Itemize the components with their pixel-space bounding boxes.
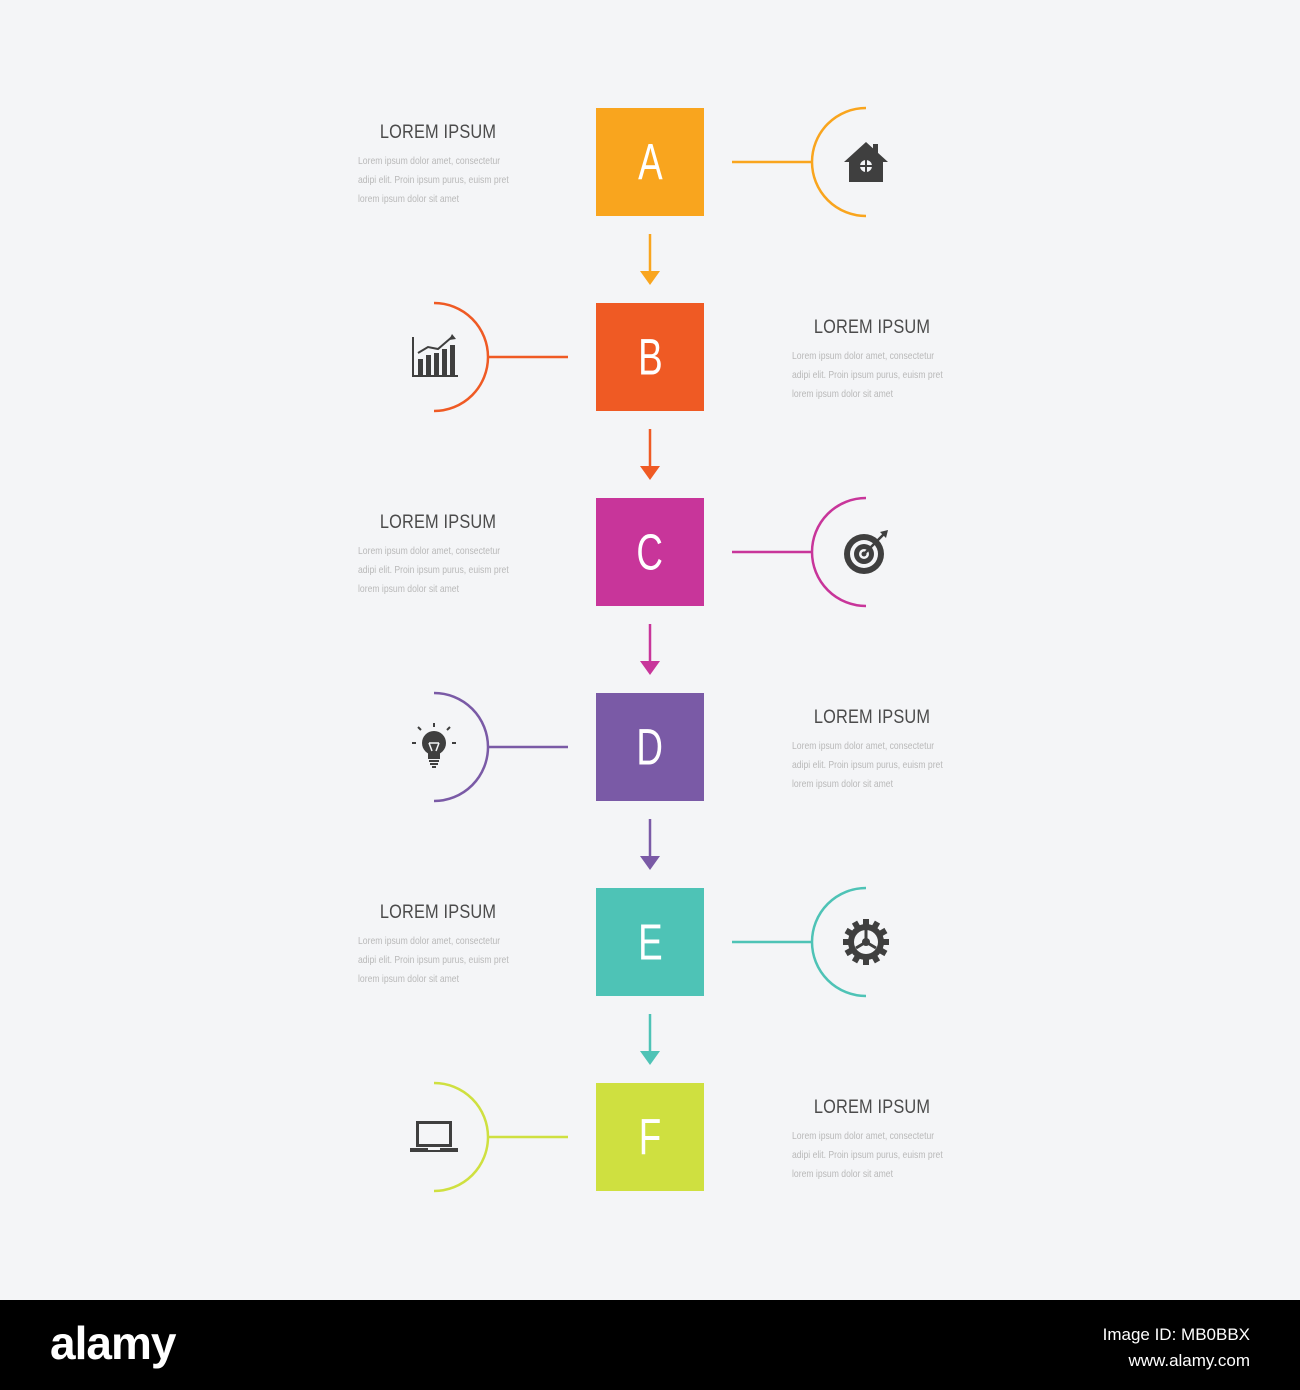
connector-arc	[810, 496, 867, 608]
step-title: LOREM IPSUM	[379, 902, 497, 923]
step-text-c: LOREM IPSUM Lorem ipsum dolor amet, conse…	[358, 512, 518, 599]
connector-layer	[433, 106, 867, 1193]
connector-arc	[810, 886, 867, 998]
step-letter: A	[637, 133, 663, 191]
flow-arrow-head	[640, 856, 660, 870]
lightbulb-icon	[408, 721, 460, 773]
step-title: LOREM IPSUM	[813, 317, 931, 338]
step-letter: B	[637, 328, 663, 386]
step-description: Lorem ipsum dolor amet, consectetur adip…	[358, 545, 509, 595]
step-description: Lorem ipsum dolor amet, consectetur adip…	[358, 935, 509, 985]
flow-arrow-head	[640, 1051, 660, 1065]
step-title: LOREM IPSUM	[379, 122, 497, 143]
step-title: LOREM IPSUM	[379, 512, 497, 533]
step-box-e: E	[596, 888, 704, 996]
footer-image-id: Image ID: MB0BBX	[1102, 1325, 1250, 1344]
step-box-c: C	[596, 498, 704, 606]
footer-site: www.alamy.com	[1128, 1351, 1250, 1370]
step-text-f: LOREM IPSUM Lorem ipsum dolor amet, conse…	[792, 1097, 952, 1184]
step-description: Lorem ipsum dolor amet, consectetur adip…	[792, 740, 943, 790]
target-icon	[840, 526, 892, 578]
step-description: Lorem ipsum dolor amet, consectetur adip…	[792, 350, 943, 400]
step-text-a: LOREM IPSUM Lorem ipsum dolor amet, conse…	[358, 122, 518, 209]
footer-image-info: Image ID: MB0BBX www.alamy.com	[1103, 1322, 1250, 1374]
step-letter: E	[637, 913, 663, 971]
step-description: Lorem ipsum dolor amet, consectetur adip…	[358, 155, 509, 205]
step-title: LOREM IPSUM	[813, 1097, 931, 1118]
bar-chart-icon	[408, 331, 460, 383]
connector-arc	[433, 1081, 490, 1193]
step-letter: F	[638, 1108, 662, 1166]
step-text-d: LOREM IPSUM Lorem ipsum dolor amet, conse…	[792, 707, 952, 794]
step-box-f: F	[596, 1083, 704, 1191]
timeline-diagram: A LOREM IPSUM Lorem ipsum dolor amet, cons…	[358, 106, 952, 1193]
gear-icon	[840, 916, 892, 968]
connector-arc	[433, 691, 490, 803]
step-box-d: D	[596, 693, 704, 801]
connector-arc	[433, 301, 490, 413]
step-text-b: LOREM IPSUM Lorem ipsum dolor amet, conse…	[792, 317, 952, 404]
flow-arrow-head	[640, 271, 660, 285]
footer-bar: alamy Image ID: MB0BBX www.alamy.com	[0, 1300, 1300, 1390]
flow-arrow-head	[640, 661, 660, 675]
connector-arc	[810, 106, 867, 218]
step-box-a: A	[596, 108, 704, 216]
step-title: LOREM IPSUM	[813, 707, 931, 728]
flow-arrow-head	[640, 466, 660, 480]
step-text-e: LOREM IPSUM Lorem ipsum dolor amet, conse…	[358, 902, 518, 989]
step-letter: D	[636, 718, 664, 776]
step-letter: C	[636, 523, 664, 581]
laptop-icon	[408, 1111, 460, 1163]
step-description: Lorem ipsum dolor amet, consectetur adip…	[792, 1130, 943, 1180]
step-box-b: B	[596, 303, 704, 411]
footer-logo: alamy	[50, 1317, 176, 1369]
house-icon	[840, 136, 892, 188]
